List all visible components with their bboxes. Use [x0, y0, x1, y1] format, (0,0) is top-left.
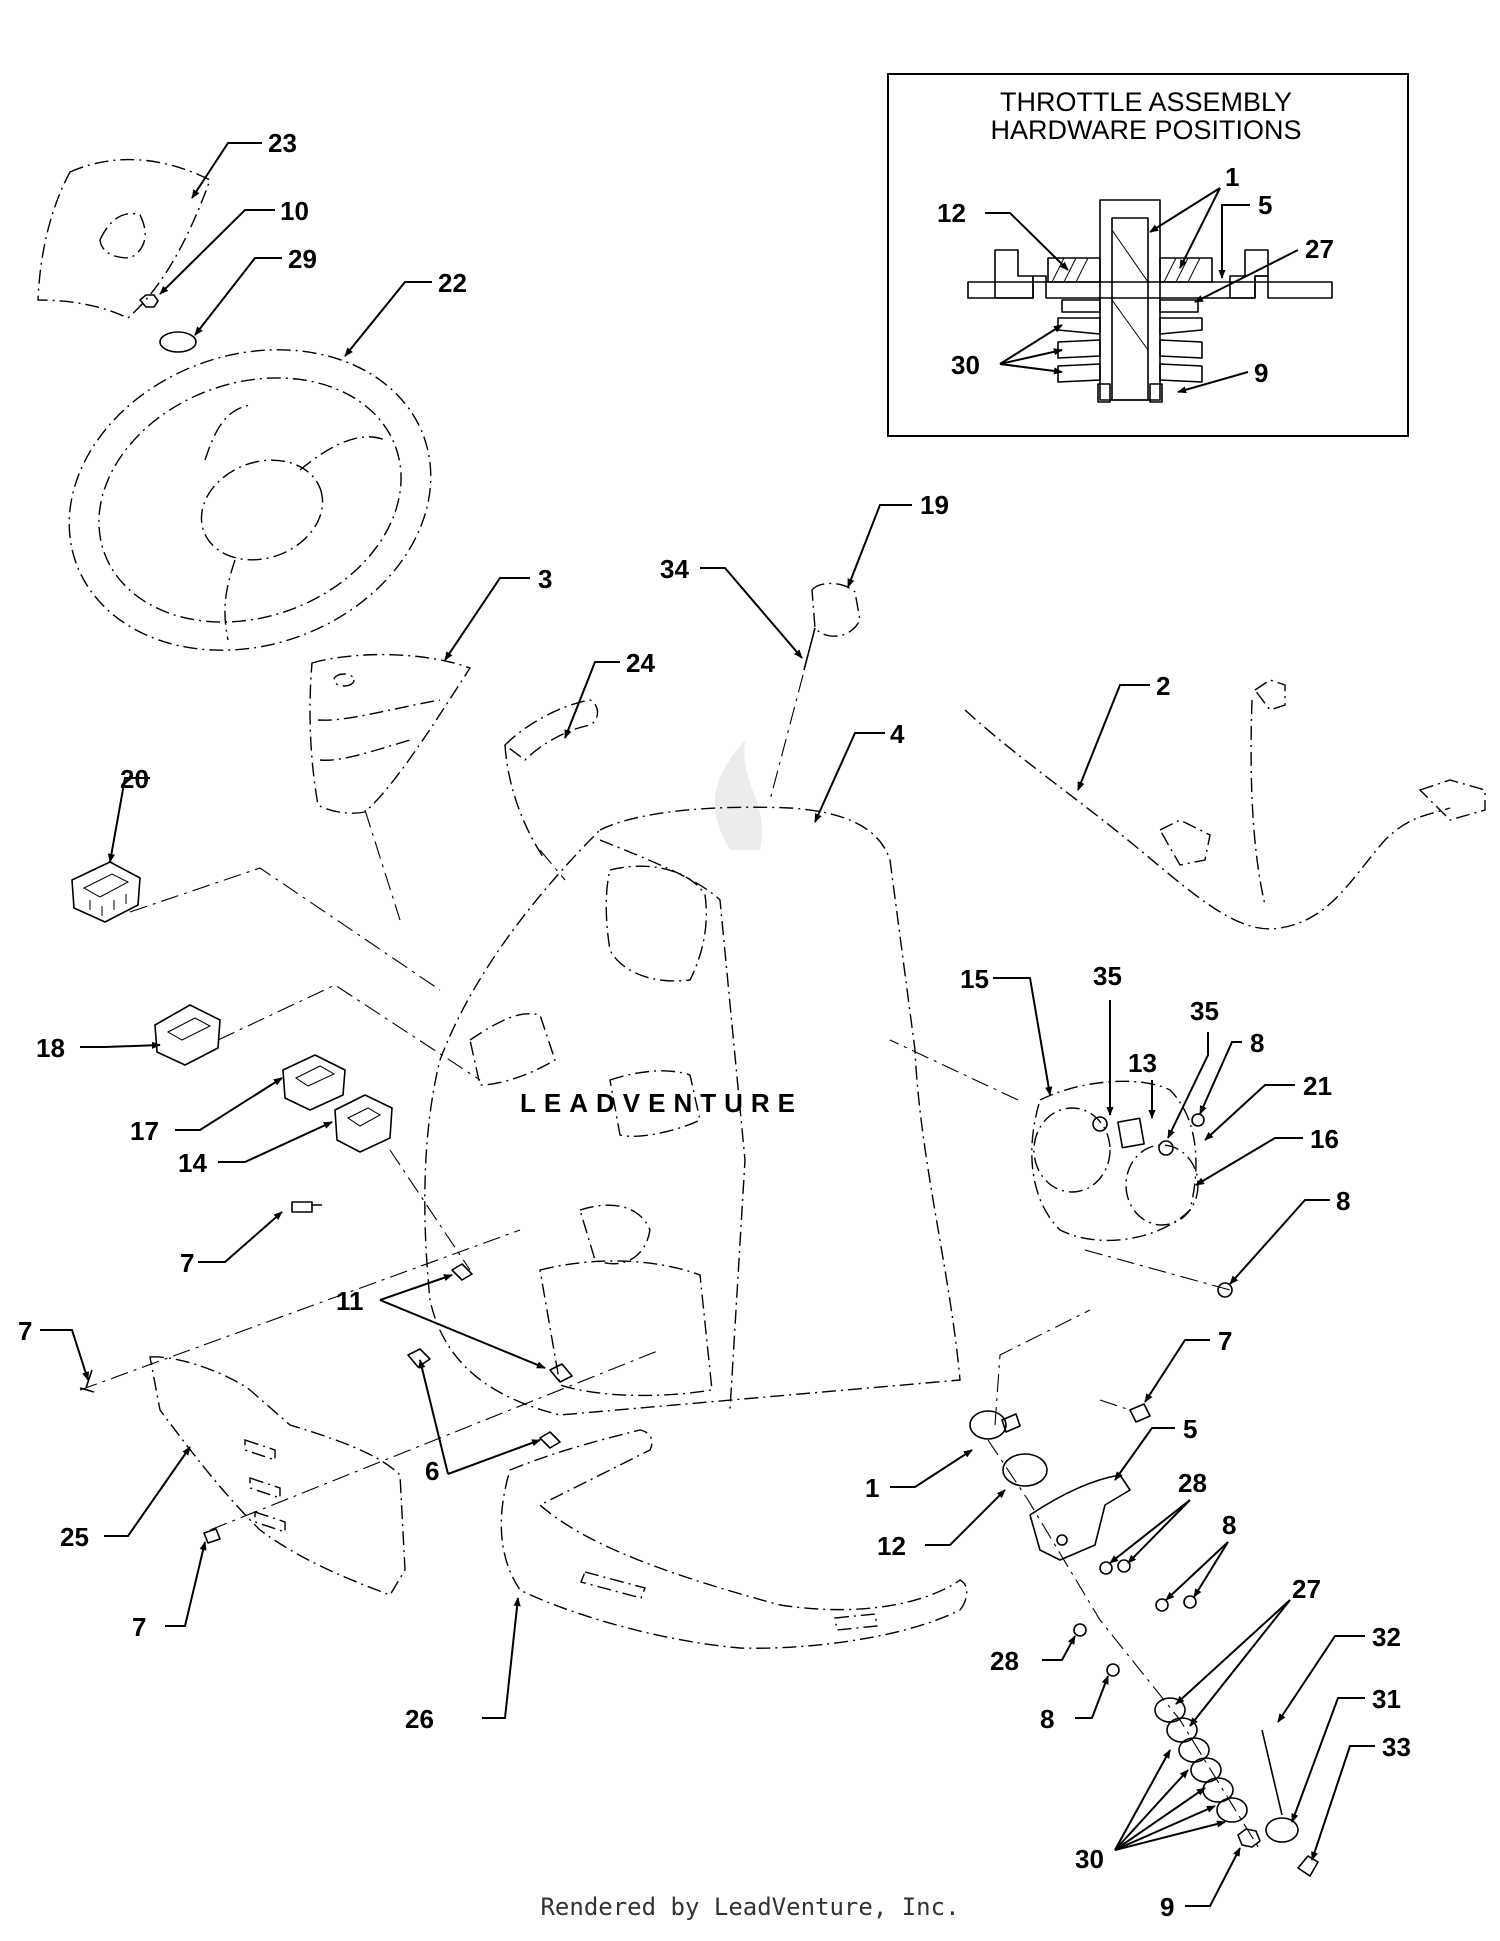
boot-3 [309, 653, 472, 814]
callout-18: 18 [36, 1033, 65, 1063]
callout-29: 29 [288, 244, 317, 274]
skirt-26 [500, 1429, 968, 1649]
callout-13: 13 [1128, 1048, 1157, 1078]
assembly-lines [79, 674, 1261, 1851]
inset-title-line1: THROTTLE ASSEMBLY [1000, 87, 1292, 117]
switch-20 [71, 861, 141, 923]
washer-1 [969, 1410, 1021, 1440]
callout-3: 3 [538, 564, 552, 594]
screw-8-a [1191, 1113, 1205, 1127]
gauge-panel-15 [1031, 1080, 1199, 1242]
lever-24 [503, 699, 599, 861]
nut-28-a [1099, 1559, 1131, 1575]
bolt-6 [407, 1348, 561, 1449]
callout-21: 21 [1303, 1071, 1332, 1101]
screw-8-b [1217, 1282, 1233, 1298]
steering-cap-23 [37, 158, 211, 319]
steering-wheel-22 [68, 349, 432, 651]
nut-9 [1237, 1828, 1261, 1848]
callout-10: 10 [280, 196, 309, 226]
knob-19 [803, 582, 861, 671]
callout-11: 11 [336, 1286, 364, 1316]
callout-27: 27 [1292, 1574, 1321, 1604]
callout-20: 20 [120, 764, 149, 794]
nut-10 [139, 294, 159, 308]
callout-32: 32 [1372, 1622, 1401, 1652]
screw-8-c [1155, 1595, 1197, 1612]
callout-26: 26 [405, 1704, 434, 1734]
callout-35-right: 35 [1190, 996, 1219, 1026]
callout-31: 31 [1372, 1684, 1401, 1714]
inset-callout-5: 5 [1258, 190, 1272, 220]
washer-31 [1265, 1817, 1299, 1843]
callout-33: 33 [1382, 1732, 1411, 1762]
inset-callout-27: 27 [1305, 234, 1334, 264]
bolt-7-d [203, 1528, 221, 1544]
callout-8-lower-right: 8 [1222, 1510, 1236, 1540]
callout-28-upper: 28 [1178, 1468, 1207, 1498]
callout-8-top: 8 [1250, 1028, 1264, 1058]
inset-callout-30: 30 [951, 350, 980, 380]
callout-28-lower: 28 [990, 1646, 1019, 1676]
washer-29 [159, 331, 197, 353]
callout-8-bottom: 8 [1040, 1704, 1054, 1734]
callouts: 23 10 29 22 3 19 34 24 4 2 20 18 17 14 1… [18, 128, 1411, 1922]
callout-35-left: 35 [1093, 961, 1122, 991]
callout-16: 16 [1310, 1124, 1339, 1154]
callout-7-bottom: 7 [132, 1612, 146, 1642]
callout-34: 34 [660, 554, 689, 584]
callout-7-right: 7 [1218, 1326, 1232, 1356]
callout-19: 19 [920, 490, 949, 520]
callout-17: 17 [130, 1116, 159, 1146]
callout-23: 23 [268, 128, 297, 158]
bolt-7-a [291, 1201, 322, 1213]
clip-11 [451, 1263, 573, 1383]
footer-credit: Rendered by LeadVenture, Inc. [540, 1893, 960, 1921]
switch-17 [282, 1054, 346, 1111]
throttle-inset: THROTTLE ASSEMBLY HARDWARE POSITIONS [887, 73, 1409, 437]
bolt-33 [1297, 1855, 1319, 1877]
switch-18 [154, 1004, 221, 1066]
callout-1: 1 [865, 1473, 879, 1503]
callout-4: 4 [890, 719, 905, 749]
switch-14 [334, 1094, 393, 1153]
inset-callout-9: 9 [1254, 358, 1268, 388]
bracket-5 [1029, 1474, 1131, 1561]
callout-2: 2 [1156, 671, 1170, 701]
watermark: LEADVENTURE [520, 740, 803, 1118]
callout-15: 15 [960, 964, 989, 994]
plate-25 [149, 1356, 406, 1596]
callout-8-mid: 8 [1336, 1186, 1350, 1216]
dash-console-4 [424, 806, 961, 1416]
watermark-text: LEADVENTURE [520, 1088, 803, 1118]
callout-30: 30 [1075, 1844, 1104, 1874]
callout-12: 12 [877, 1531, 906, 1561]
inset-callout-12: 12 [937, 198, 966, 228]
inset-callout-1: 1 [1225, 162, 1239, 192]
wave-washer-stack-27-30 [1154, 1697, 1248, 1823]
rod-32 [1261, 1729, 1283, 1816]
screw-8-d [1106, 1663, 1120, 1677]
bolt-7-c [1129, 1403, 1151, 1423]
callout-24: 24 [626, 648, 655, 678]
callout-5: 5 [1183, 1414, 1197, 1444]
wire-harness-2 [964, 679, 1486, 930]
callout-7-left: 7 [180, 1248, 194, 1278]
callout-6: 6 [425, 1456, 439, 1486]
callout-25: 25 [60, 1522, 89, 1552]
plate-12 [1002, 1453, 1048, 1487]
nut-28-b [1073, 1623, 1087, 1637]
callout-22: 22 [438, 268, 467, 298]
inset-section-drawing [967, 199, 1333, 403]
inset-title-line2: HARDWARE POSITIONS [990, 115, 1301, 145]
callout-7-far-left: 7 [18, 1316, 32, 1346]
callout-9: 9 [1160, 1892, 1174, 1922]
callout-14: 14 [178, 1148, 207, 1178]
